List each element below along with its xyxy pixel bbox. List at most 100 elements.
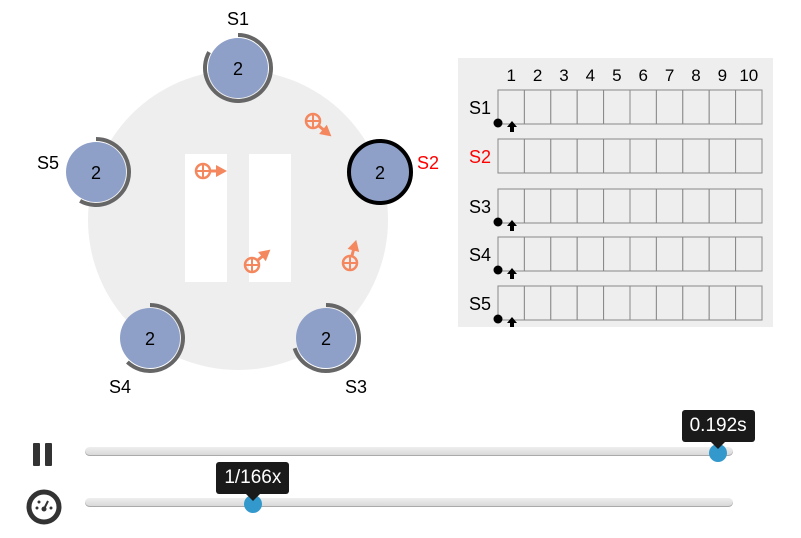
log-entry-slot[interactable] <box>576 138 605 174</box>
rpc-message-icon[interactable] <box>243 245 274 274</box>
election-timer-arc <box>126 303 185 373</box>
log-entry-slot[interactable] <box>629 188 657 224</box>
log-entry-slot[interactable] <box>497 236 525 272</box>
pause-button[interactable] <box>33 443 53 466</box>
log-entry-slot[interactable] <box>708 285 737 321</box>
server-label: S5 <box>37 153 59 173</box>
rpc-message-icon[interactable] <box>194 162 227 180</box>
log-row-label: S2 <box>469 147 491 167</box>
log-entry-slot[interactable] <box>603 285 631 321</box>
log-row-label: S3 <box>469 197 491 217</box>
pause-icon <box>33 443 40 466</box>
log-entry-slot[interactable] <box>655 188 684 224</box>
log-entry-slot[interactable] <box>629 138 657 174</box>
next-index-marker-icon <box>507 268 517 279</box>
log-row-label: S1 <box>469 98 491 118</box>
server-node[interactable] <box>347 139 413 205</box>
log-entry-slot[interactable] <box>497 188 525 224</box>
log-entry-slot[interactable] <box>708 188 737 224</box>
server-s5[interactable]: 2S5 <box>37 137 131 207</box>
log-entry-slot[interactable] <box>603 138 631 174</box>
log-row-s2: S2 <box>469 138 763 174</box>
rpc-message-icon[interactable] <box>341 238 362 272</box>
log-entry-slot[interactable] <box>629 89 657 125</box>
server-node[interactable] <box>296 308 356 368</box>
server-node[interactable] <box>66 142 126 202</box>
log-entry-slot[interactable] <box>655 138 684 174</box>
log-entry-slot[interactable] <box>576 188 605 224</box>
speed-slider[interactable] <box>85 498 733 507</box>
server-node[interactable] <box>120 308 180 368</box>
log-entry-slot[interactable] <box>550 138 578 174</box>
log-entry-slot[interactable] <box>523 138 552 174</box>
server-label: S1 <box>227 9 249 29</box>
speed-icon <box>26 489 62 525</box>
log-index: 2 <box>533 66 542 85</box>
log-entry-slot[interactable] <box>576 236 605 272</box>
log-index: 1 <box>506 66 515 85</box>
log-entry-slot[interactable] <box>603 236 631 272</box>
server-s3[interactable]: 2S3 <box>292 303 367 397</box>
log-entry-slot[interactable] <box>682 89 710 125</box>
election-timer-arc <box>292 303 361 373</box>
log-entry-slot[interactable] <box>655 236 684 272</box>
log-row-s5: S5 <box>469 285 763 328</box>
election-timer-arc <box>203 33 273 103</box>
next-index-marker-icon <box>507 220 517 231</box>
log-index: 9 <box>718 66 727 85</box>
log-entry-slot[interactable] <box>497 138 525 174</box>
log-entry-slot[interactable] <box>523 89 552 125</box>
next-index-marker-icon <box>507 121 517 132</box>
log-index: 6 <box>638 66 647 85</box>
next-index-marker-icon <box>507 317 517 328</box>
time-slider[interactable] <box>85 447 733 456</box>
log-entry-slot[interactable] <box>523 236 552 272</box>
log-entry-slot[interactable] <box>735 285 763 321</box>
log-entry-slot[interactable] <box>655 89 684 125</box>
server-s1[interactable]: 2S1 <box>203 9 273 103</box>
log-entry-slot[interactable] <box>708 236 737 272</box>
log-entry-slot[interactable] <box>497 285 525 321</box>
log-entry-slot[interactable] <box>682 138 710 174</box>
commit-index-marker-icon <box>493 265 503 275</box>
log-entry-slot[interactable] <box>708 138 737 174</box>
log-entry-slot[interactable] <box>708 89 737 125</box>
server-node[interactable] <box>208 38 268 98</box>
log-entry-slot[interactable] <box>735 89 763 125</box>
log-entry-slot[interactable] <box>523 285 552 321</box>
log-entry-slot[interactable] <box>497 89 525 125</box>
commit-index-marker-icon <box>493 217 503 227</box>
server-s4[interactable]: 2S4 <box>109 303 185 397</box>
log-entry-slot[interactable] <box>735 236 763 272</box>
log-entry-slot[interactable] <box>550 236 578 272</box>
log-entry-slot[interactable] <box>576 89 605 125</box>
server-label: S4 <box>109 377 131 397</box>
log-entry-slot[interactable] <box>603 89 631 125</box>
time-tooltip: 0.192s <box>681 410 755 449</box>
log-entry-slot[interactable] <box>682 188 710 224</box>
log-entry-slot[interactable] <box>576 285 605 321</box>
log-entry-slot[interactable] <box>735 188 763 224</box>
log-entry-slot[interactable] <box>603 188 631 224</box>
server-term: 2 <box>375 163 385 183</box>
log-entry-slot[interactable] <box>523 188 552 224</box>
log-row-label: S4 <box>469 245 491 265</box>
log-entry-slot[interactable] <box>735 138 763 174</box>
log-entry-slot[interactable] <box>550 285 578 321</box>
log-entry-slot[interactable] <box>550 89 578 125</box>
log-index: 5 <box>612 66 621 85</box>
log-entry-slot[interactable] <box>682 236 710 272</box>
log-entry-slot[interactable] <box>550 188 578 224</box>
log-entry-slot[interactable] <box>655 285 684 321</box>
log-entry-slot[interactable] <box>629 236 657 272</box>
election-timer-arc <box>79 137 131 207</box>
server-term: 2 <box>145 329 155 349</box>
commit-index-marker-icon <box>493 314 503 324</box>
log-index: 8 <box>691 66 700 85</box>
server-term: 2 <box>321 329 331 349</box>
log-entry-slot[interactable] <box>682 285 710 321</box>
rpc-message-icon[interactable] <box>304 112 335 141</box>
log-entry-slot[interactable] <box>629 285 657 321</box>
